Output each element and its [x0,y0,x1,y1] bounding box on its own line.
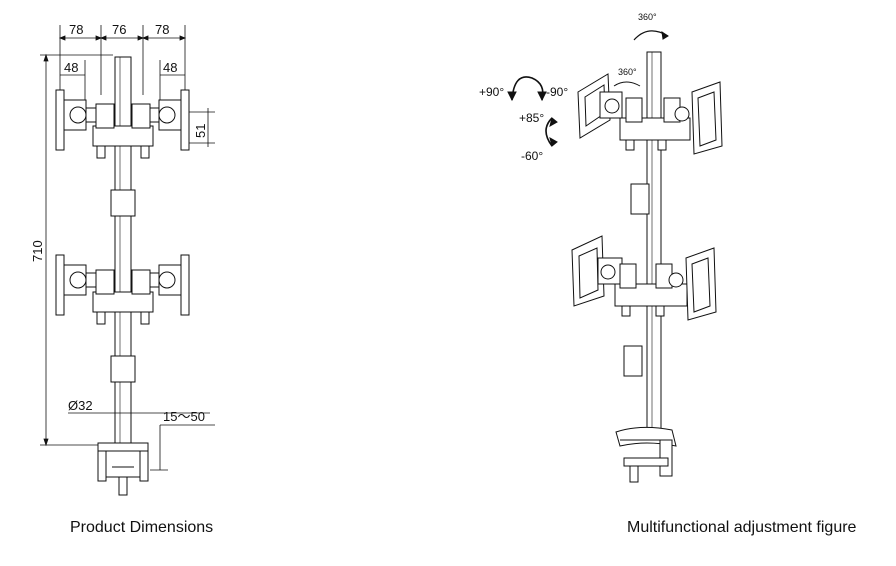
caption-adjustment-figure: Multifunctional adjustment figure [627,519,857,536]
label-arm-rotation: 360° [618,67,637,77]
pole-3d [646,51,662,443]
caption-product-dimensions: Product Dimensions [70,519,214,536]
lower-collar-3d [623,345,643,377]
dim-pole-diameter: Ø32 [68,398,93,413]
desk-clamp-3d [615,426,677,483]
pole [114,56,132,446]
dim-plate-offset-right: 48 [163,60,177,75]
dim-arm-left: 78 [69,22,83,37]
lower-arm-3d [571,235,717,321]
label-rotate-positive: +90° [479,85,504,99]
clamp-range-dimension [150,424,215,471]
adjustment-figure-drawing: 360° 360° +90° -90° +85° -60° [479,12,723,483]
upper-arm-3d [619,81,723,155]
lower-arm-assembly [55,254,190,325]
dim-total-height: 710 [30,240,45,262]
top-dimension-lines [58,25,187,100]
dim-arm-right: 78 [155,22,169,37]
dim-plate-offset-left: 48 [64,60,78,75]
plate-height-dimension [185,108,215,147]
label-pole-rotation: 360° [638,12,657,22]
lower-collar [110,355,136,383]
upper-collar-3d [630,183,650,215]
desk-clamp [97,442,149,496]
dim-pole-span: 76 [112,22,126,37]
tilt-arrow [545,117,553,147]
upper-left-vesa-plate [577,73,623,139]
label-rotate-negative: -90° [546,85,568,99]
rotate-arrow [511,76,544,101]
product-dimensions-drawing: 78 76 78 48 48 51 710 [30,22,215,496]
total-height-dimension [40,53,113,447]
label-tilt-up: +85° [519,111,544,125]
upper-arm-assembly [55,89,190,159]
upper-collar [110,189,136,217]
dim-clamp-range: 15～50 [163,409,205,424]
dim-plate-height: 51 [193,124,208,138]
label-tilt-down: -60° [521,149,543,163]
